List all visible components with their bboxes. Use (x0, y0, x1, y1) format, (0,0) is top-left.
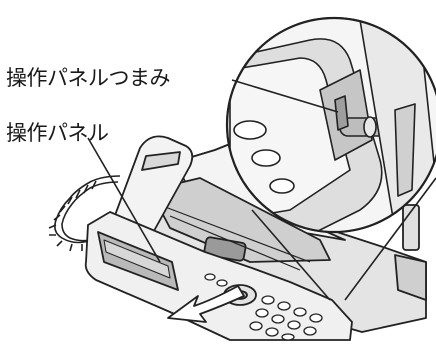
leader-knob (231, 79, 339, 113)
callout-lines (251, 177, 436, 301)
open-arrow (167, 285, 245, 323)
leader-panel (87, 137, 161, 263)
operation-panel (84, 211, 353, 341)
label-operation-panel: 操作パネル (6, 121, 109, 145)
label-operation-panel-knob: 操作パネルつまみ (6, 66, 171, 90)
leader-lines (87, 79, 339, 263)
magnified-view (225, 16, 436, 234)
